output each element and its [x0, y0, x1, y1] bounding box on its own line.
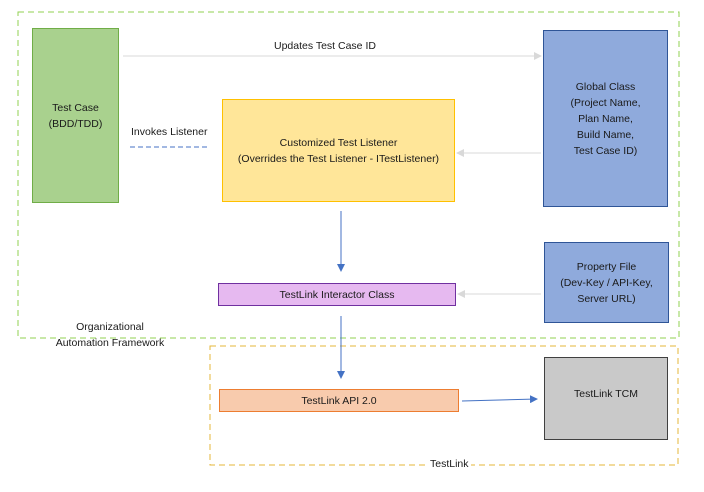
testlink-tcm-box: TestLink TCM [544, 357, 668, 440]
custom-listener-box: Customized Test Listener (Overrides the … [222, 99, 455, 202]
framework-group-border [17, 11, 680, 339]
testlink-api-box: TestLink API 2.0 [219, 389, 459, 412]
global-class-box: Global Class (Project Name, Plan Name, B… [543, 30, 668, 207]
interactor-class-label: TestLink Interactor Class [279, 288, 395, 301]
invokes-listener-label: Invokes Listener [131, 126, 208, 138]
api-to-tcm-arrow [461, 395, 538, 404]
interactor-class-box: TestLink Interactor Class [218, 283, 456, 306]
test-case-label: Test Case (BDD/TDD) [48, 101, 103, 130]
global-class-label: Global Class (Project Name, Plan Name, B… [570, 80, 641, 157]
property-file-box: Property File (Dev-Key / API-Key, Server… [544, 242, 669, 323]
testlink-group-label: TestLink [428, 456, 471, 472]
custom-listener-label: Customized Test Listener (Overrides the … [237, 136, 440, 165]
framework-group-label: Organizational Automation Framework [55, 321, 165, 349]
property-file-label: Property File (Dev-Key / API-Key, Server… [560, 260, 653, 305]
testlink-tcm-label: TestLink TCM [574, 388, 638, 400]
updates-test-case-id-label: Updates Test Case ID [274, 40, 376, 52]
testlink-api-label: TestLink API 2.0 [301, 394, 377, 407]
test-case-box: Test Case (BDD/TDD) [32, 28, 119, 203]
